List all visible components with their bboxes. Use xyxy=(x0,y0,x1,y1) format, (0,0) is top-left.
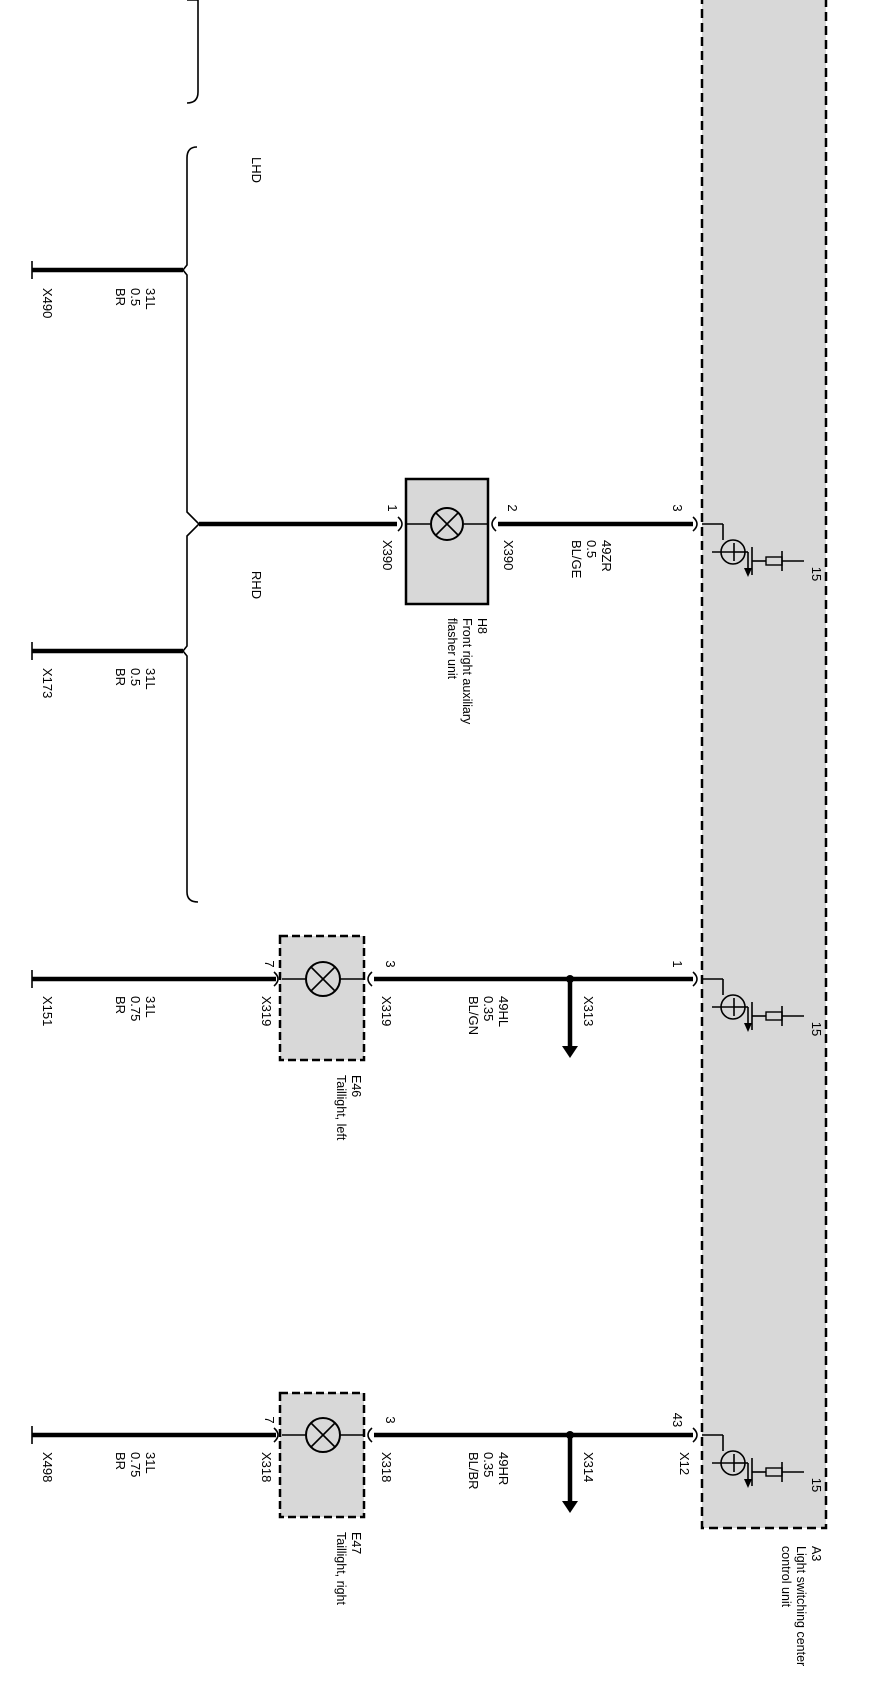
pin-label-2: 2 xyxy=(505,504,520,511)
lhd-ground-wire: X490 31L 0.5 BR xyxy=(31,261,183,318)
wire-color-label: BR xyxy=(113,996,128,1014)
pin-label-3: 3 xyxy=(383,1416,398,1423)
connector-label-x319-b: X319 xyxy=(259,996,274,1026)
lamp-icon xyxy=(305,961,341,997)
flasher-unit-box xyxy=(404,477,490,606)
brace-top xyxy=(186,0,199,104)
wire-size-label: 0.75 xyxy=(128,996,143,1021)
wire-label-31l: 31L xyxy=(143,1452,158,1474)
branch-label-x313: X313 xyxy=(581,996,596,1026)
taillight-left-box xyxy=(278,934,366,1062)
component-desc-line1: Front right auxiliary xyxy=(460,618,474,725)
pin-label-1: 1 xyxy=(385,504,400,511)
unit-pin-label: 3 xyxy=(670,504,685,511)
component-id-e47: E47 xyxy=(349,1532,363,1554)
branch-label-x314: X314 xyxy=(581,1452,596,1482)
component-id-e46: E46 xyxy=(349,1075,363,1097)
ground-label-x490: X490 xyxy=(40,288,55,318)
taillight-right-box xyxy=(278,1391,366,1519)
lamp-icon xyxy=(430,507,464,541)
transistor-icon xyxy=(702,523,752,577)
brace-lhd-rhd xyxy=(181,146,201,903)
control-unit-box xyxy=(700,0,828,1530)
circuit-e46: X313 1 3 7 X319 X319 49HL 0.35 BL/GN X15… xyxy=(31,934,824,1141)
ground-label-x173: X173 xyxy=(40,668,55,698)
terminal-15-label: 15 xyxy=(809,567,824,581)
control-unit-id: A3 xyxy=(809,1546,823,1561)
lamp-icon xyxy=(305,1417,341,1453)
wire-color-label: BL/GN xyxy=(466,996,481,1035)
connector-label-x390-a: X390 xyxy=(501,540,516,570)
wire-label-31l: 31L xyxy=(143,288,158,310)
pin-label-7: 7 xyxy=(262,960,277,967)
unit-pin-label: 1 xyxy=(670,960,685,967)
pin-label-3: 3 xyxy=(383,960,398,967)
connector-label-x390-b: X390 xyxy=(380,540,395,570)
circuit-h8: 3 2 1 X390 X390 49ZR 0.5 BL/GE H8 Front … xyxy=(199,477,824,725)
wire-label-31l: 31L xyxy=(143,668,158,690)
connector-label-x12: X12 xyxy=(677,1452,692,1475)
terminal-15-label: 15 xyxy=(809,1478,824,1492)
component-desc-line2: flasher unit xyxy=(445,618,459,680)
transistor-icon xyxy=(702,1434,752,1488)
wire-size-label: 0.35 xyxy=(481,1452,496,1477)
region-label-lhd: LHD xyxy=(249,157,264,183)
connector-label-x319-a: X319 xyxy=(379,996,394,1026)
ground-label-x498: X498 xyxy=(40,1452,55,1482)
wire-label-31l: 31L xyxy=(143,996,158,1018)
wire-color-label: BL/GE xyxy=(569,540,584,579)
wire-label-49zr: 49ZR xyxy=(599,540,614,572)
control-unit-name-line2: control unit xyxy=(779,1546,793,1608)
wire-color-label: BR xyxy=(113,288,128,306)
wire-size-label: 0.75 xyxy=(128,1452,143,1477)
rhd-ground-wire: X173 31L 0.5 BR xyxy=(31,642,183,698)
terminal-15-label: 15 xyxy=(809,1022,824,1036)
circuit-e47: X314 43 X12 3 7 X318 X318 49HR 0.35 BL/B… xyxy=(31,1391,824,1605)
wire-color-label: BL/BR xyxy=(466,1452,481,1490)
wire-color-label: BR xyxy=(113,1452,128,1470)
wire-label-49hr: 49HR xyxy=(496,1452,511,1485)
wire-size-label: 0.5 xyxy=(584,540,599,558)
connector-label-x318-b: X318 xyxy=(259,1452,274,1482)
component-id-h8: H8 xyxy=(475,618,489,634)
wire-size-label: 0.35 xyxy=(481,996,496,1021)
wire-size-label: 0.5 xyxy=(128,288,143,306)
connector-label-x318-a: X318 xyxy=(379,1452,394,1482)
unit-pin-label: 43 xyxy=(670,1413,685,1427)
region-label-rhd: RHD xyxy=(249,571,264,599)
control-unit-name-line1: Light switching center xyxy=(794,1546,808,1666)
transistor-icon xyxy=(702,978,752,1032)
component-desc-line1: Taillight, left xyxy=(334,1075,348,1141)
wire-size-label: 0.5 xyxy=(128,668,143,686)
component-desc-line1: Taillight, right xyxy=(334,1532,348,1605)
wire-label-49hl: 49HL xyxy=(496,996,511,1027)
pin-label-7: 7 xyxy=(262,1416,277,1423)
ground-label-x151: X151 xyxy=(40,996,55,1026)
wire-color-label: BR xyxy=(113,668,128,686)
